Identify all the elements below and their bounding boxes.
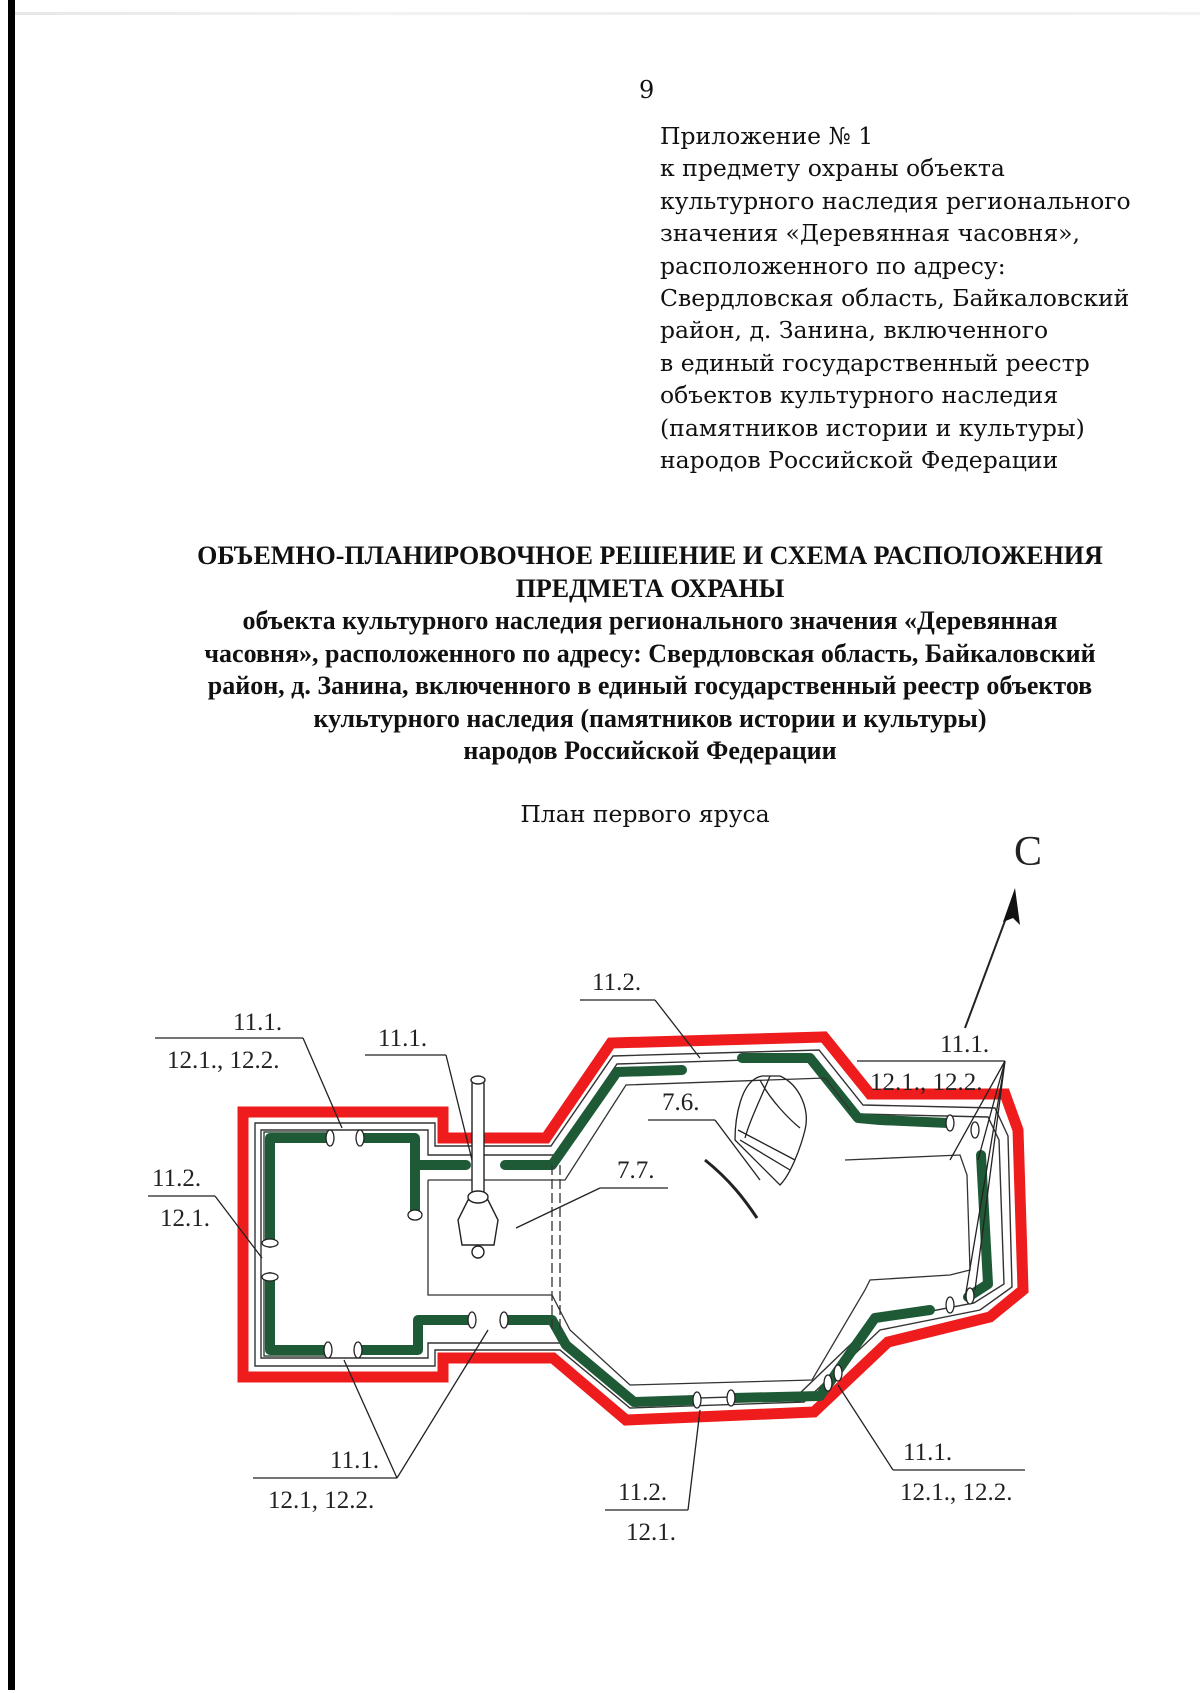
title-line: ОБЪЕМНО-ПЛАНИРОВОЧНОЕ РЕШЕНИЕ И СХЕМА РА… [197, 541, 1103, 570]
appendix-line: культурного наследия регионального [660, 186, 1131, 215]
appendix-line: значения «Деревянная часовня», [660, 219, 1081, 248]
callout-top-left-bottom: 12.1., 12.2. [167, 1047, 280, 1074]
callout-left-bottom: 12.1. [160, 1205, 210, 1232]
document-title: ОБЪЕМНО-ПЛАНИРОВОЧНОЕ РЕШЕНИЕ И СХЕМА РА… [120, 540, 1180, 768]
callout-bottom-right-top: 11.1. [903, 1439, 952, 1466]
north-label: С [1014, 829, 1042, 875]
callout-top-left-top: 11.1. [233, 1009, 282, 1036]
candle-stand-icon [457, 1075, 499, 1259]
appendix-line: объектов культурного наследия [660, 381, 1059, 410]
protection-boundary [237, 1031, 1029, 1426]
title-line: народов Российской Федерации [463, 736, 837, 765]
callout-left-top: 11.2. [152, 1165, 201, 1192]
callout-7-7: 7.7. [617, 1157, 655, 1184]
scan-edge-bar [8, 0, 15, 1690]
page-number: 9 [639, 76, 655, 104]
title-line: культурного наследия (памятников истории… [313, 703, 987, 733]
appendix-line: в единый государственный реестр [660, 348, 1090, 377]
callout-top-center: 11.2. [592, 969, 641, 996]
callout-right-top: 11.1. [940, 1031, 989, 1058]
title-line: район, д. Занина, включенного в единый г… [207, 671, 1093, 700]
appendix-line: (памятников истории и культуры) [660, 413, 1085, 442]
plan-caption: План первого яруса [520, 800, 770, 828]
callout-bottom-left-bottom: 12.1, 12.2. [268, 1487, 374, 1514]
title-line: объекта культурного наследия регионально… [242, 606, 1058, 635]
callout-bottom-left-top: 11.1. [330, 1447, 379, 1474]
appendix-line: Свердловская область, Байкаловский [660, 284, 1130, 313]
title-line: ПРЕДМЕТА ОХРАНЫ [515, 573, 785, 603]
title-line: часовня», расположенного по адресу: Свер… [204, 638, 1096, 668]
appendix-line: район, д. Занина, включенного [660, 316, 1049, 345]
callout-7-6: 7.6. [662, 1089, 700, 1116]
walls [265, 1053, 993, 1407]
callout-bottom-center-bottom: 12.1. [626, 1519, 676, 1546]
callout-labels: 11.1. 12.1., 12.2. 11.1. 11.2. 12.1. 11.… [152, 969, 1013, 1546]
callout-leaders [148, 999, 1025, 1511]
callout-top-center-left: 11.1. [378, 1025, 427, 1052]
dome-icon [704, 1075, 807, 1219]
appendix-line: Приложение № 1 [660, 122, 874, 150]
appendix-header: Приложение № 1 к предмету охраны объекта… [660, 120, 1180, 476]
appendix-line: расположенного по адресу: [660, 251, 1006, 280]
window-markers [261, 1114, 980, 1409]
callout-bottom-right-bottom: 12.1., 12.2. [900, 1479, 1013, 1506]
appendix-line: к предмету охраны объекта [660, 154, 1005, 183]
scan-top-artifact [15, 12, 1200, 15]
callout-bottom-center-top: 11.2. [618, 1479, 667, 1506]
callout-right-bottom: 12.1., 12.2. [870, 1069, 983, 1096]
north-arrow-icon: С [964, 829, 1042, 1029]
appendix-line: народов Российской Федерации [660, 446, 1059, 475]
